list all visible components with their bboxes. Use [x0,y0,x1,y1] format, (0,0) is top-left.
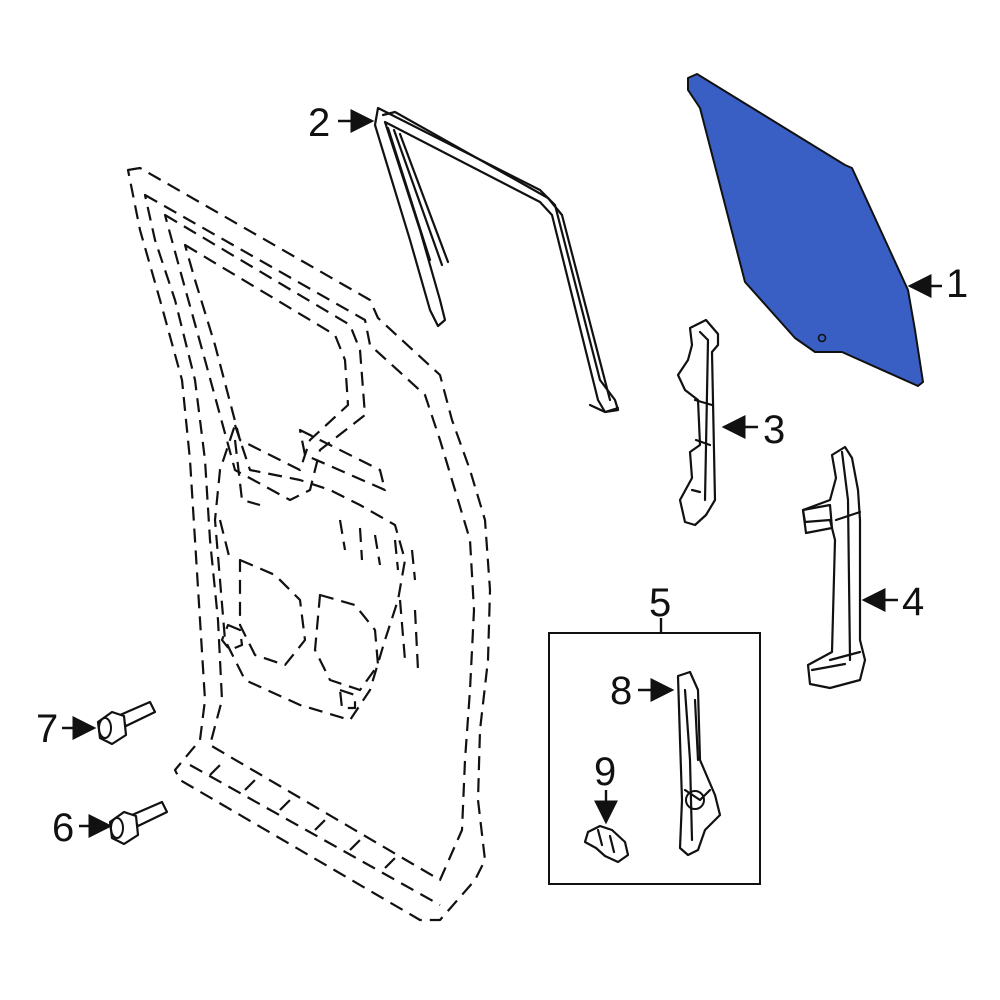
bolt-upper [96,700,157,746]
door-glass [687,73,924,387]
regulator-clip [583,824,630,864]
callout-1: 1 [946,262,968,306]
callout-2: 2 [308,101,330,145]
callout-8: 8 [610,669,632,713]
callout-7: 7 [36,707,58,751]
kit-box [548,632,761,885]
callout-4: 4 [902,580,924,624]
rear-guide-rail [801,445,867,690]
callout-5: 5 [649,581,671,625]
bolt-lower [108,800,169,846]
window-regulator [676,670,722,857]
door-shell-phantom [126,166,492,922]
glass-run-channel [373,106,620,414]
callout-6: 6 [52,806,74,850]
callout-9: 9 [594,750,616,794]
callout-3: 3 [763,408,785,452]
front-guide-rail [676,318,720,527]
